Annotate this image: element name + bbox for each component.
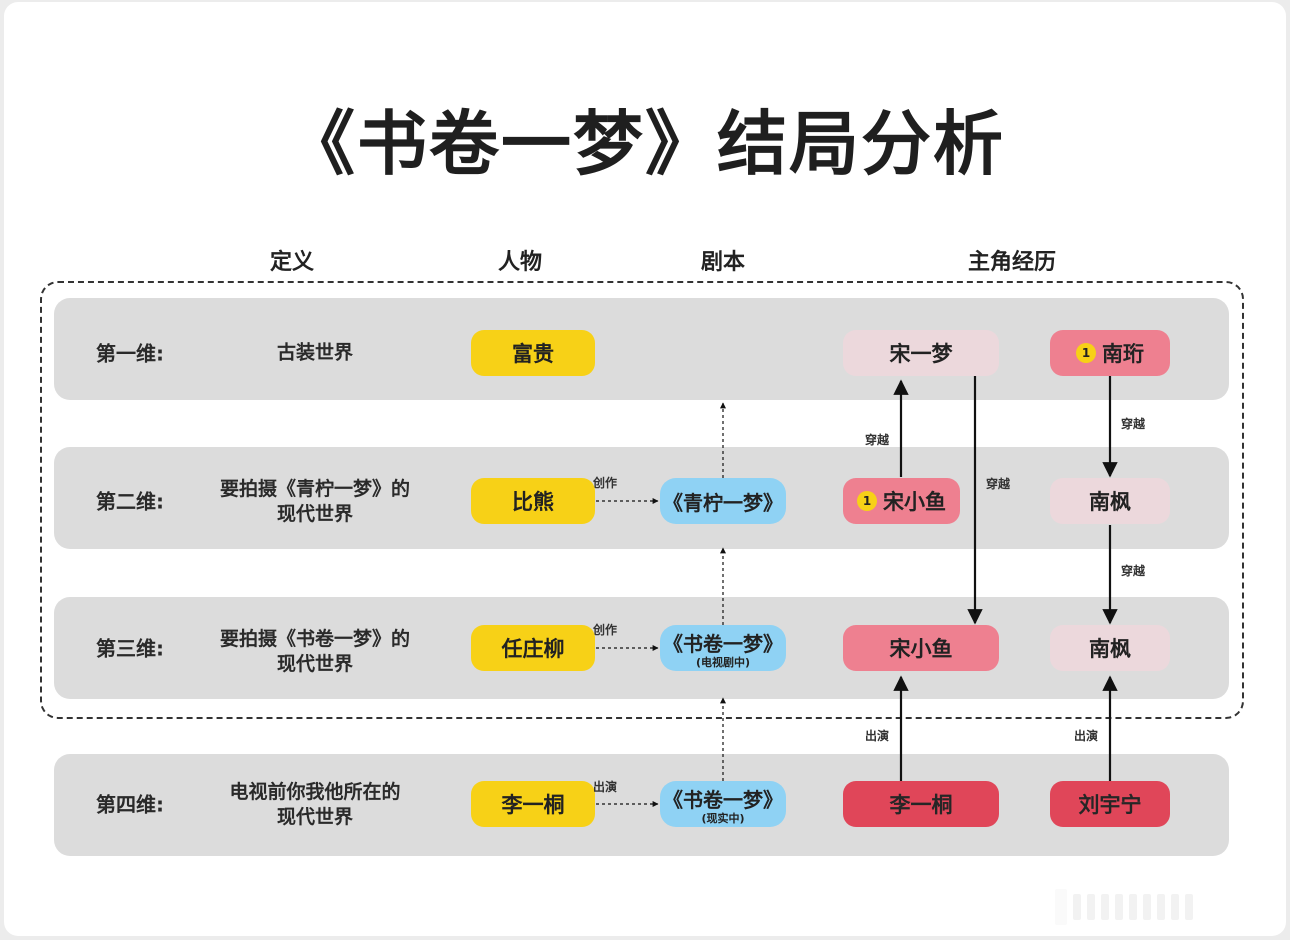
male-lead-nanheng: 1 南珩 [1050,330,1170,376]
definition-3-line-1: 要拍摄《书卷一梦》的 [219,628,410,650]
row-band-3 [54,597,1229,699]
link-label-create-2: 创作 [593,623,618,637]
definition-2-line-2: 现代世界 [276,503,353,525]
definition-4: 电视前你我他所在的 现代世界 [215,780,415,830]
script-title-shujuan-drama: 《书卷一梦》 [663,631,783,656]
definition-3: 要拍摄《书卷一梦》的 现代世界 [215,627,415,677]
female-lead-songyimeng: 宋一梦 [843,330,999,376]
script-shujuanyimeng-reality: 《书卷一梦》 (现实中) [660,781,786,827]
page-title: 《书卷一梦》结局分析 [285,103,1005,185]
definition-1: 古装世界 [215,341,415,366]
column-header-definition: 定义 [269,250,315,275]
column-header-protagonist: 主角经历 [967,250,1057,275]
definition-4-line-2: 现代世界 [276,806,353,828]
dimension-label-3: 第三维: [96,636,164,661]
dimension-label-4: 第四维: [96,792,164,817]
actor-liuyuning: 刘宇宁 [1050,781,1170,827]
definition-2: 要拍摄《青柠一梦》的 现代世界 [215,477,415,527]
script-note-drama: (电视剧中) [695,655,751,669]
definition-2-line-1: 要拍摄《青柠一梦》的 [219,478,410,500]
badge-icon: 1 [1076,343,1096,363]
male-lead-nanheng-label: 南珩 [1102,342,1144,366]
column-header-script: 剧本 [700,250,746,275]
definition-1-line-1: 古装世界 [276,341,353,364]
link-label-create-1: 创作 [593,476,618,490]
edge-label-act-right: 出演 [1074,729,1099,743]
edge-label-act-left: 出演 [865,729,890,743]
row-band-1 [54,298,1229,400]
actress-liyitong: 李一桐 [843,781,999,827]
definition-4-line-1: 电视前你我他所在的 [229,781,401,803]
dimension-label-2: 第二维: [96,489,164,514]
female-lead-songxiaoyu-dim2-label: 宋小鱼 [883,490,946,514]
character-liyitong: 李一桐 [471,781,595,827]
row-band-2 [54,447,1229,549]
script-title-shujuan-reality: 《书卷一梦》 [663,787,783,812]
female-lead-songxiaoyu-dim3: 宋小鱼 [843,625,999,671]
script-note-reality: (现实中) [701,811,745,825]
edge-label-cross-long: 穿越 [986,477,1011,491]
viewer-overlay-controls [1055,885,1277,929]
character-fugui: 富贵 [471,330,595,376]
column-header-character: 人物 [497,250,543,275]
character-bixiong: 比熊 [471,478,595,524]
script-shujuanyimeng-drama: 《书卷一梦》 (电视剧中) [660,625,786,671]
link-label-act: 出演 [593,780,618,794]
row-band-4 [54,754,1229,856]
edge-label-cross-right-1: 穿越 [1121,417,1146,431]
script-title-qingning: 《青柠一梦》 [663,490,783,515]
female-lead-songxiaoyu-dim2: 1 宋小鱼 [843,478,960,524]
script-qingningyimeng: 《青柠一梦》 [660,478,786,524]
fictional-worlds-frame [40,281,1244,719]
edge-label-cross-left: 穿越 [865,433,890,447]
badge-icon: 1 [857,491,877,511]
male-lead-nanfeng-dim2: 南枫 [1050,478,1170,524]
edge-label-cross-right-2: 穿越 [1121,564,1146,578]
character-renzhuangliu: 任庄柳 [471,625,595,671]
male-lead-nanfeng-dim3: 南枫 [1050,625,1170,671]
definition-3-line-2: 现代世界 [276,653,353,675]
dimension-label-1: 第一维: [96,341,164,366]
